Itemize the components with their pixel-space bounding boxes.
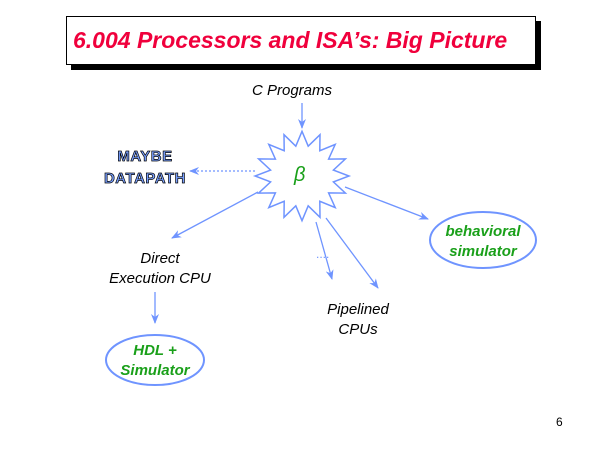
hdl-text: HDL + <box>133 342 177 359</box>
pipelined-label: Pipelined CPUs <box>308 300 408 340</box>
hdl-simulator-text: Simulator <box>120 362 190 379</box>
execution-cpu-text: Execution CPU <box>109 270 211 287</box>
ellipsis: .... <box>316 247 330 261</box>
page-number: 6 <box>556 415 563 429</box>
title-box: 6.004 Processors and ISA’s: Big Picture <box>66 16 536 65</box>
arrow-beta-behavioral <box>344 186 429 220</box>
behavioral-simulator-label: behavioral simulator <box>430 222 536 262</box>
arrow-beta-pipelined-2 <box>325 217 379 289</box>
pipelined-text: Pipelined <box>327 301 389 318</box>
c-programs-label: C Programs <box>252 82 333 99</box>
hdl-ellipse <box>105 334 205 386</box>
hdl-simulator-label: HDL + Simulator <box>106 341 204 381</box>
direct-execution-label: Direct Execution CPU <box>95 249 225 289</box>
arrow-beta-pipelined-1 <box>315 221 334 280</box>
beta-symbol: β <box>294 164 306 186</box>
maybe-datapath-label: MAYBE DATAPATH <box>90 146 200 190</box>
arrow-beta-direct <box>171 191 259 239</box>
behavioral-text: behavioral <box>445 223 521 240</box>
datapath-text: DATAPATH <box>103 170 187 188</box>
simulator-text: simulator <box>449 243 517 260</box>
direct-text: Direct <box>140 250 180 267</box>
cpus-text: CPUs <box>338 321 378 338</box>
slide-title: 6.004 Processors and ISA’s: Big Picture <box>73 27 508 53</box>
maybe-text: MAYBE <box>117 148 173 166</box>
beta-starburst <box>252 129 352 223</box>
behavioral-ellipse <box>429 211 537 269</box>
